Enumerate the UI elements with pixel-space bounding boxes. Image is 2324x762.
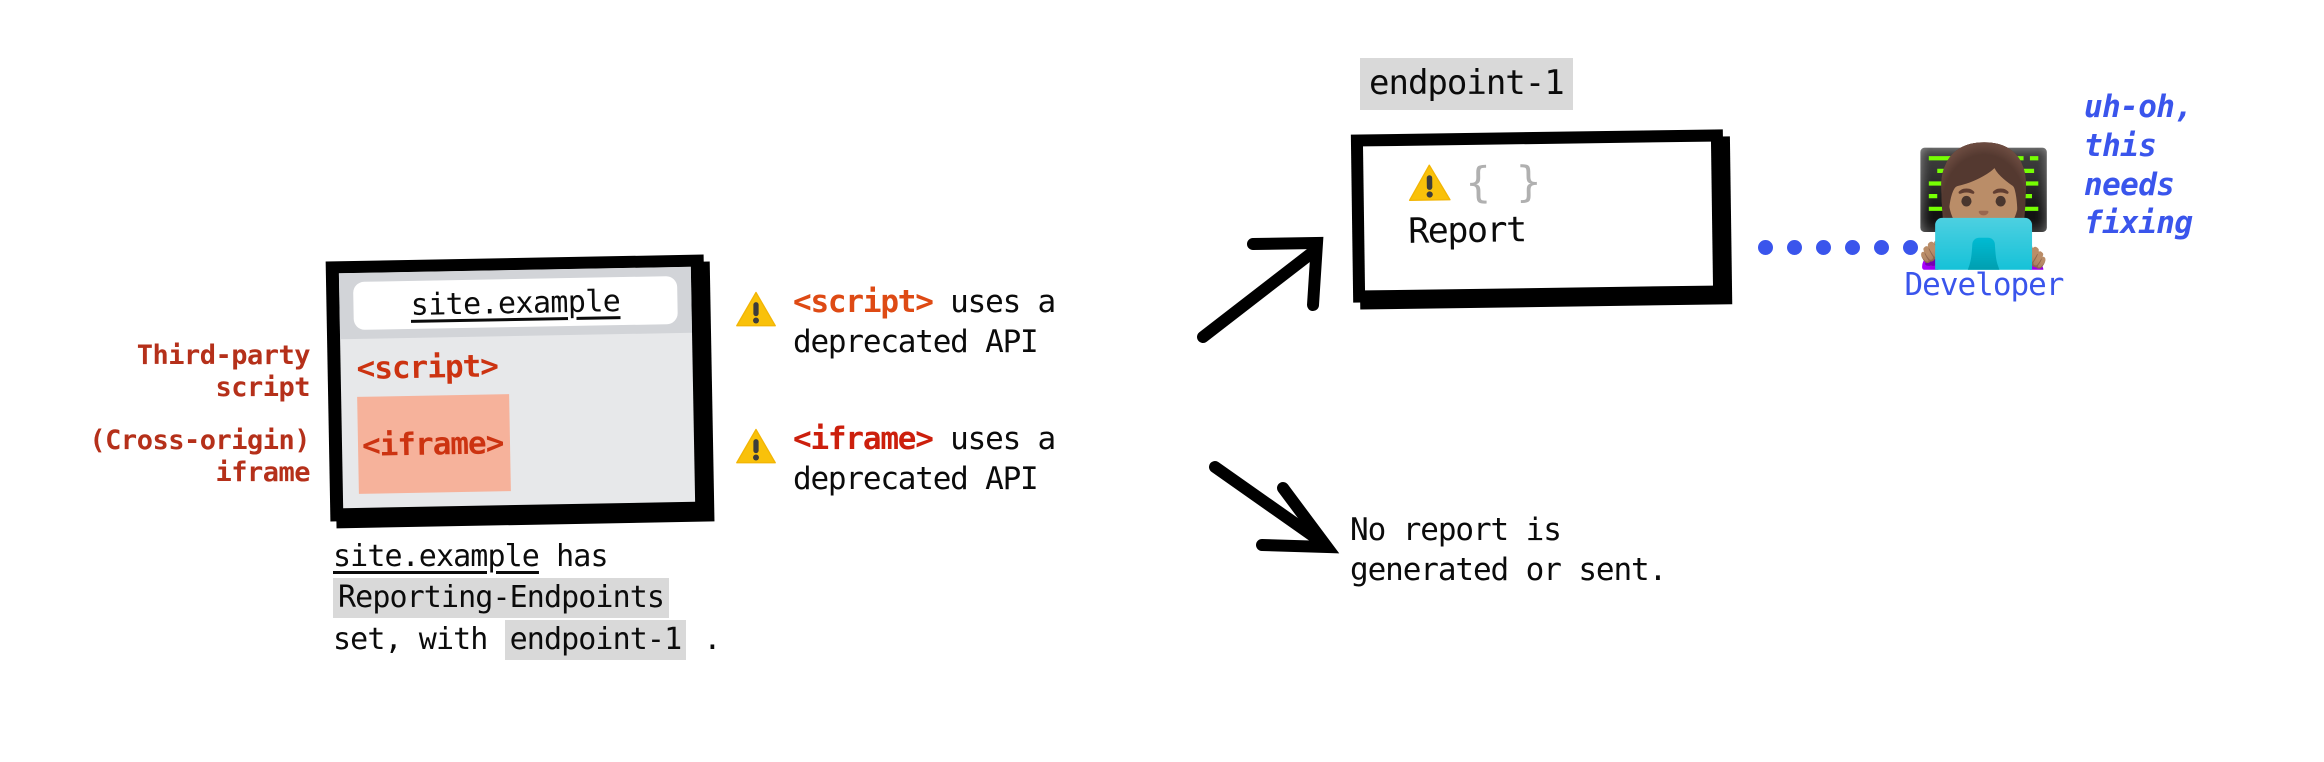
warning-triangle-icon (736, 291, 776, 327)
warning-iframe-text: <iframe> uses a deprecated API (793, 420, 1056, 499)
page-script-tag: <script> (356, 348, 499, 387)
report-contents: { } Report (1407, 156, 1542, 252)
page-iframe-tag-row: <iframe> (357, 394, 511, 494)
browser-page-content: <script> <iframe> (340, 333, 695, 494)
warning-iframe-rest: uses a (932, 421, 1056, 457)
browser-caption-line2: Reporting-Endpoints (333, 577, 893, 618)
annotation-third-party-script-line1: Third-party (136, 340, 311, 371)
report-box-inner: { } Report (1363, 141, 1713, 291)
browser-window-mock: site.example <script> <iframe> (325, 254, 715, 529)
developer-speech-line1: uh-oh, (2084, 89, 2193, 125)
developer-speech-line3: needs (2084, 166, 2175, 203)
dotted-connector (1758, 240, 1918, 255)
warning-triangle-icon (1408, 164, 1451, 201)
warning-script-rest: uses a (932, 284, 1056, 320)
connector-dot (1758, 240, 1773, 255)
connector-dot (1845, 240, 1860, 255)
report-box-frame: { } Report (1350, 129, 1726, 303)
warning-iframe-line1: <iframe> uses a (793, 420, 1056, 460)
warning-script-line1: <script> uses a (793, 283, 1056, 323)
warning-script-tag: <script> (793, 284, 934, 320)
warning-row-iframe: <iframe> uses a deprecated API (735, 420, 1056, 499)
browser-caption: site.example has Reporting-Endpoints set… (333, 538, 893, 660)
browser-frame: site.example <script> <iframe> (325, 254, 709, 522)
annotation-third-party-script-line2: script (215, 371, 310, 403)
no-report-message: No report is generated or sent. (1350, 510, 1667, 591)
connector-dot (1874, 240, 1889, 255)
browser-caption-line3: set, with endpoint-1 . (333, 619, 893, 660)
warning-iframe-line2: deprecated API (793, 460, 1039, 497)
annotation-third-party-script: Third-party script (60, 340, 311, 404)
connector-dot (1816, 240, 1831, 255)
developer-speech-line2: this (2084, 127, 2157, 164)
annotation-cross-origin-iframe-line1: (Cross-origin) (89, 425, 310, 456)
caption-header-name: Reporting-Endpoints (333, 577, 670, 618)
address-bar[interactable]: site.example (353, 276, 678, 330)
connector-dot (1787, 240, 1802, 255)
annotation-cross-origin-iframe-line2: iframe (215, 456, 310, 488)
warning-triangle-icon (736, 428, 776, 464)
connector-dot (1903, 240, 1918, 255)
report-box: { } Report (1350, 129, 1733, 310)
warning-iframe-tag: <iframe> (793, 421, 934, 457)
no-report-line2: generated or sent. (1350, 552, 1667, 589)
json-braces-icon: { } (1465, 156, 1542, 208)
browser-chrome-bar: site.example (338, 266, 693, 340)
caption-site-name: site.example (333, 539, 540, 574)
browser-caption-line1: site.example has (333, 538, 893, 576)
caption-endpoint-name: endpoint-1 (504, 619, 687, 660)
warning-script-text: <script> uses a deprecated API (793, 283, 1056, 362)
arrow-to-no-report (1209, 461, 1340, 554)
warning-row-script: <script> uses a deprecated API (735, 283, 1056, 362)
warning-script-line2: deprecated API (793, 323, 1039, 360)
endpoint-chip-label: endpoint-1 (1360, 58, 1573, 110)
developer-avatar-icon: 👩🏽‍💻 (1912, 140, 2056, 274)
arrow-to-report-box (1197, 236, 1324, 343)
browser-viewport: site.example <script> <iframe> (338, 266, 696, 509)
caption-set-with: set, with (333, 621, 505, 657)
address-bar-url: site.example (410, 283, 621, 323)
developer-figure: 👩🏽‍💻 Developer (1894, 140, 2074, 304)
report-icon-row: { } (1407, 156, 1542, 208)
developer-label: Developer (1904, 267, 2065, 303)
caption-has: has (538, 539, 608, 574)
caption-period: . (686, 621, 721, 657)
annotation-cross-origin-iframe: (Cross-origin) iframe (30, 425, 310, 489)
developer-speech-line4: fixing (2084, 205, 2193, 242)
page-script-tag-row: <script> (340, 333, 693, 393)
page-iframe-tag: <iframe> (361, 424, 504, 464)
developer-speech-text: uh-oh, this needs fixing (2084, 88, 2193, 243)
no-report-line1: No report is (1350, 512, 1562, 548)
report-label: Report (1407, 210, 1526, 252)
